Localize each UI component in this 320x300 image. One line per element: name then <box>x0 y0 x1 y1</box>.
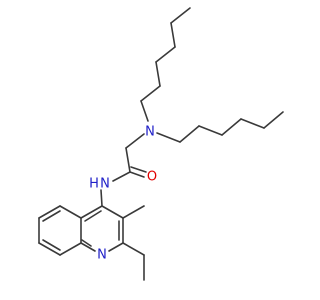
bond <box>170 7 191 24</box>
hexyl-chain-top <box>140 7 191 122</box>
bond <box>140 100 149 122</box>
quinoline-ring <box>38 205 124 256</box>
bond <box>156 132 181 143</box>
bond <box>42 239 61 251</box>
hexyl-chain-right <box>156 111 284 143</box>
amide-nitrogen-label: N <box>100 177 110 192</box>
carbonyl-oxygen-label: O <box>147 170 157 185</box>
bond <box>155 46 176 63</box>
bond <box>112 171 131 182</box>
bond <box>263 111 284 129</box>
bond <box>84 210 102 222</box>
amine-nitrogen-label: N <box>145 125 155 140</box>
bond <box>129 171 145 178</box>
bond <box>179 125 200 143</box>
bond <box>81 239 92 247</box>
ethyl-group <box>122 242 145 281</box>
molecule-diagram: N O H N N <box>38 7 284 281</box>
acetamide-linker <box>100 133 147 207</box>
bond <box>100 189 103 207</box>
bond <box>125 133 145 149</box>
structure-canvas: N O H N N <box>38 7 284 281</box>
bond <box>59 242 82 256</box>
bond <box>198 125 223 136</box>
bond <box>221 118 242 136</box>
bond <box>108 242 124 252</box>
bond <box>80 205 103 219</box>
bond <box>140 85 161 102</box>
bond <box>155 61 161 87</box>
bond <box>170 22 176 48</box>
bond <box>101 205 124 219</box>
ring-nitrogen-label: N <box>97 248 107 263</box>
bond <box>38 205 61 219</box>
bond <box>125 147 131 173</box>
amide-hydrogen-label: H <box>89 177 99 192</box>
bond <box>240 118 265 129</box>
bond <box>122 242 145 256</box>
bond <box>59 205 82 219</box>
bond <box>130 166 147 173</box>
methyl-bond <box>122 205 145 219</box>
bond <box>38 242 61 256</box>
bond <box>42 210 61 222</box>
bond <box>80 242 96 252</box>
